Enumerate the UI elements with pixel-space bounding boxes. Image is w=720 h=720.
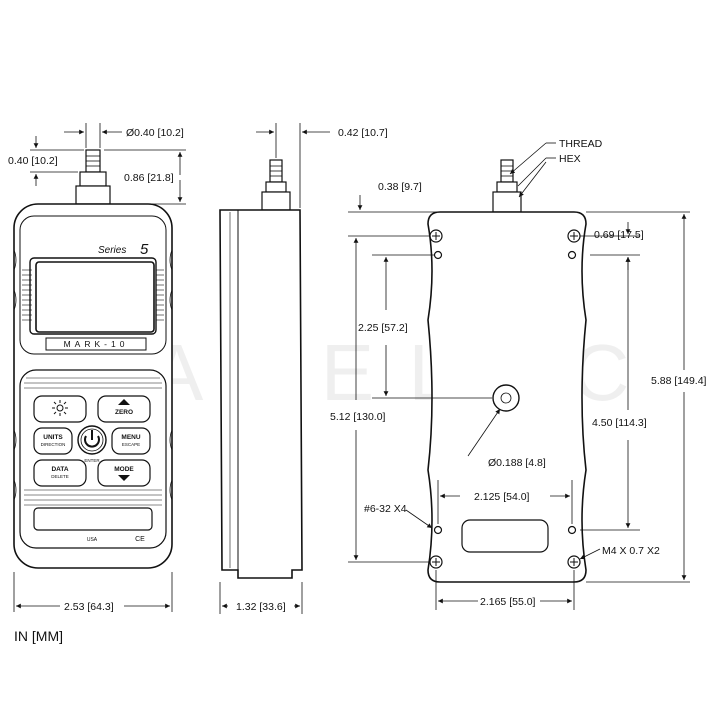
dim-back-top-offset: 0.38 [9.7] <box>378 181 422 193</box>
dim-lower-hole-spacing: 2.125 [54.0] <box>474 491 530 503</box>
units-note: IN [MM] <box>14 628 63 644</box>
menu-key-label: MENU <box>121 434 140 441</box>
dim-overall-width: 2.53 [64.3] <box>64 601 114 613</box>
brand-logo-text: MARK-10 <box>64 339 129 349</box>
backlight-key <box>33 395 87 423</box>
dim-stud-height: 0.86 [21.8] <box>124 172 174 184</box>
enter-label: ENTER <box>84 458 100 463</box>
brand-bar <box>45 337 147 351</box>
hole-lower-left <box>433 525 443 535</box>
screw-bottom-right <box>567 555 581 569</box>
hole-lower-right <box>567 525 577 535</box>
front-screen <box>35 261 155 333</box>
front-dimension-lines <box>13 123 186 612</box>
dim-center-hole: Ø0.188 [4.8] <box>488 457 546 469</box>
dim-hole-spacing-right: 4.50 [114.3] <box>592 417 647 429</box>
side-view <box>219 159 303 579</box>
hex-label: HEX <box>559 153 581 165</box>
ce-mark: CE <box>135 536 145 543</box>
arrow-down-icon <box>118 475 130 481</box>
sun-icon <box>52 400 68 416</box>
front-view <box>13 149 173 569</box>
dim-stud-diameter: Ø0.40 [10.2] <box>126 127 184 139</box>
menu-key <box>111 427 151 455</box>
data-key-label: DATA <box>51 466 68 473</box>
thread-label: THREAD <box>559 138 603 150</box>
series-number: 5 <box>140 241 149 258</box>
data-key-sublabel: DELETE <box>51 474 69 479</box>
dim-hole-spacing-upper: 2.25 [57.2] <box>358 322 408 334</box>
dim-bottom-hole-spacing: 2.165 [55.0] <box>480 596 536 608</box>
side-dimension-lines <box>219 123 330 614</box>
power-icon <box>84 435 100 448</box>
arrow-up-icon <box>118 399 130 405</box>
side-housing <box>219 209 303 579</box>
back-dimension-lines <box>348 142 690 610</box>
data-key <box>33 459 87 487</box>
dim-side-depth: 1.32 [33.6] <box>236 601 286 613</box>
made-in-label: USA <box>87 537 98 543</box>
dim-metric-screw: M4 X 0.7 X2 <box>602 545 660 557</box>
menu-key-sublabel: ESCAPE <box>122 442 140 447</box>
dim-screw-spec: #6-32 X4 <box>364 503 407 515</box>
back-hex <box>496 181 518 193</box>
mode-key-label: MODE <box>114 466 134 473</box>
units-key-sublabel: DIRECTION <box>41 442 66 447</box>
zero-key <box>97 395 151 423</box>
back-view <box>427 159 587 583</box>
front-label-slot <box>33 507 153 531</box>
dim-stud-width: 0.40 [10.2] <box>8 155 58 167</box>
center-mount-hole <box>492 384 520 412</box>
hole-upper-right <box>567 250 577 260</box>
mode-key <box>97 459 151 487</box>
dim-side-stud-offset: 0.42 [10.7] <box>338 127 388 139</box>
units-key-label: UNITS <box>43 434 63 441</box>
dim-overall-height: 5.88 [149.4] <box>651 375 707 387</box>
back-label-slot <box>461 519 549 553</box>
dim-hole-spacing-tall: 5.12 [130.0] <box>330 411 386 423</box>
series-label: Series <box>98 245 126 256</box>
zero-key-label: ZERO <box>115 409 133 416</box>
units-key <box>33 427 73 455</box>
front-hex <box>79 171 107 187</box>
dim-hole-edge-offset: 0.69 [17.5] <box>594 229 644 241</box>
hole-upper-left <box>433 250 443 260</box>
